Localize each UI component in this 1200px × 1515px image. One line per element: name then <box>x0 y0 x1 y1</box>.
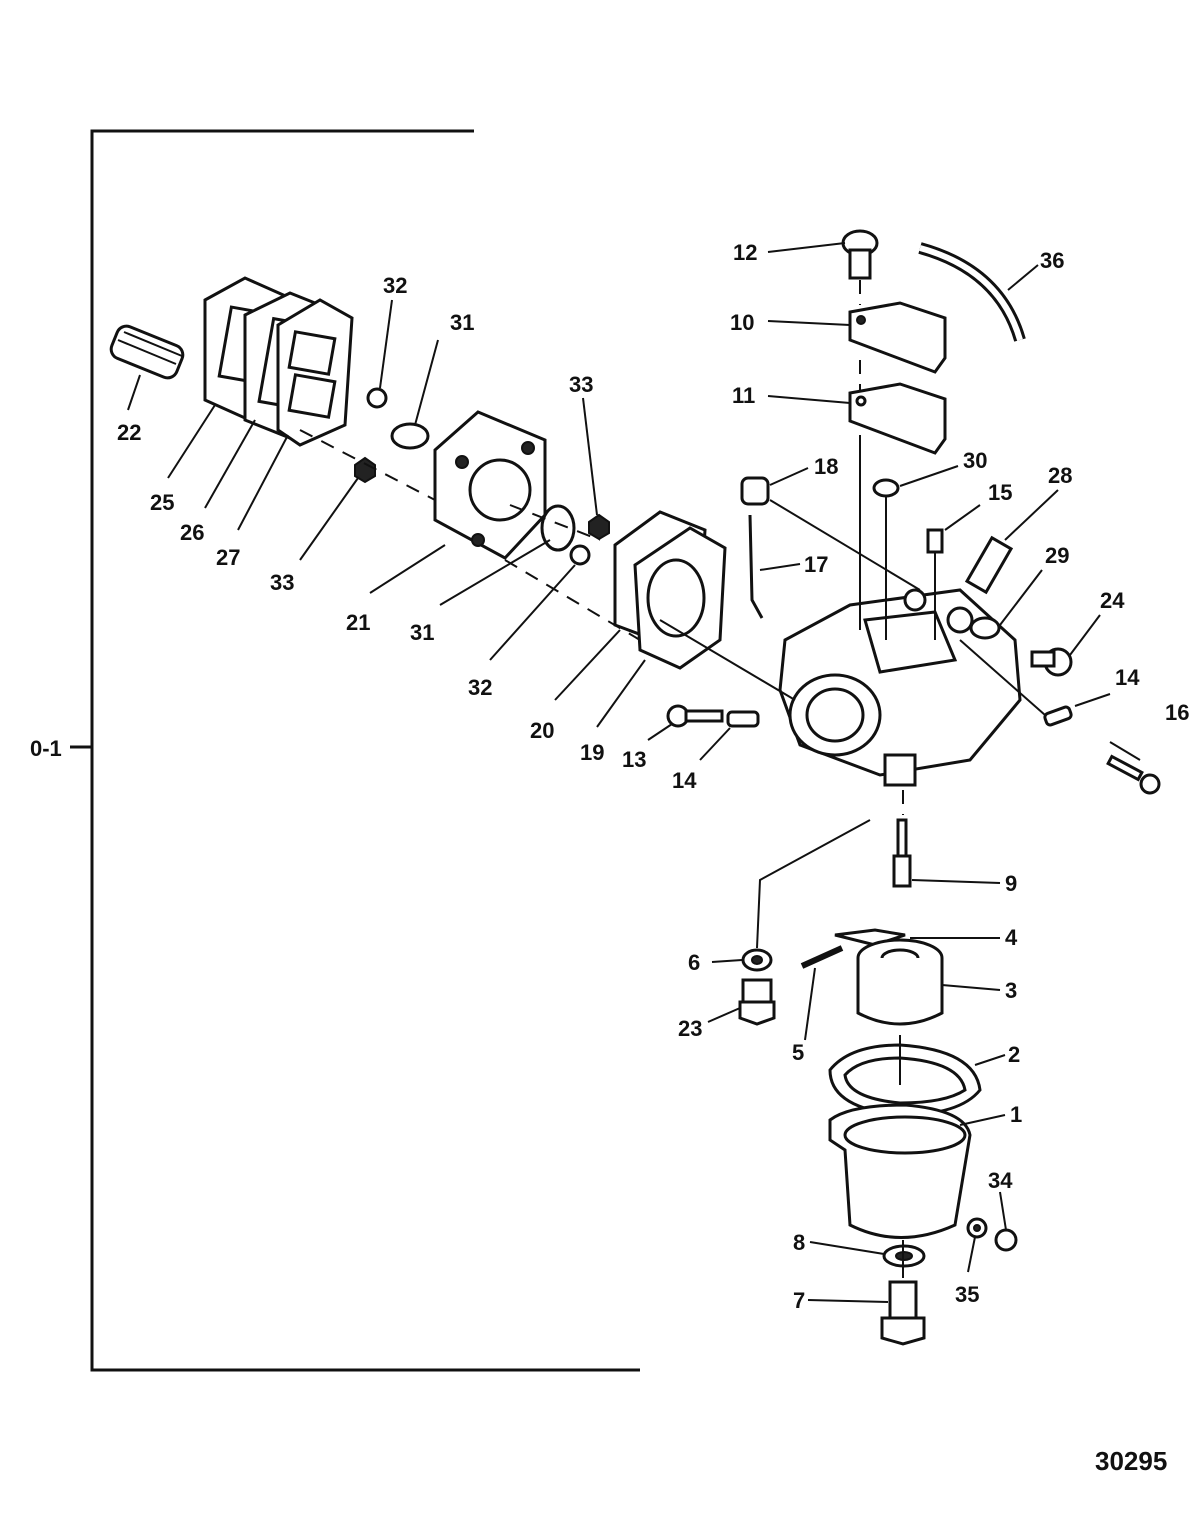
callout-29: 29 <box>1045 543 1069 568</box>
part-36-hose <box>918 242 1026 342</box>
callout-31-upper: 31 <box>450 310 474 335</box>
callout-33-right: 33 <box>569 372 593 397</box>
callout-28: 28 <box>1048 463 1072 488</box>
callout-12: 12 <box>733 240 757 265</box>
part-30-screw <box>872 478 900 515</box>
part-32-screw-lower <box>569 544 591 566</box>
part-23-plug <box>738 978 776 1026</box>
part-5-pin <box>800 945 844 969</box>
part-11-gasket <box>848 382 947 455</box>
callout-36: 36 <box>1040 248 1064 273</box>
callout-27: 26 <box>180 520 204 545</box>
alignment-lines <box>299 280 1046 1278</box>
part-22-fitting <box>109 324 185 380</box>
part-19-gasket <box>633 526 727 670</box>
assembly-bracket: 0-1 <box>30 129 640 1372</box>
part-34-screw <box>994 1228 1018 1252</box>
part-16-screw <box>1106 741 1161 795</box>
callout-6: 6 <box>688 950 700 975</box>
part-32-screw-upper <box>366 387 388 409</box>
part-1-float-bowl <box>828 1103 972 1239</box>
callout-25: 25 <box>150 490 174 515</box>
callout-19: 19 <box>580 740 604 765</box>
callout-15: 15 <box>988 480 1012 505</box>
callout-22: 22 <box>117 420 141 445</box>
callout-13: 13 <box>622 747 646 772</box>
part-31-clip-upper <box>390 422 430 450</box>
callouts: 1 2 3 4 5 6 7 8 9 10 11 12 13 <box>117 240 1189 1313</box>
callout-1: 1 <box>1010 1102 1022 1127</box>
callout-21: 21 <box>346 610 370 635</box>
callout-5: 5 <box>792 1040 804 1065</box>
callout-33-left: 33 <box>270 570 294 595</box>
callout-20: 20 <box>530 718 554 743</box>
part-9-needle <box>892 818 912 888</box>
part-33-nut-right <box>588 513 610 541</box>
callout-9: 9 <box>1005 871 1017 896</box>
part-7-drain-plug <box>880 1280 926 1346</box>
callout-2: 2 <box>1008 1042 1020 1067</box>
callout-7: 7 <box>793 1288 805 1313</box>
part-35-washer <box>966 1217 988 1239</box>
part-3-float <box>856 938 944 1026</box>
callout-32-lower: 32 <box>468 675 492 700</box>
part-12-screw <box>841 229 879 280</box>
callout-24: 24 <box>1100 588 1125 613</box>
callout-26: 27 <box>216 545 240 570</box>
callout-14-right: 14 <box>1115 665 1140 690</box>
callout-17: 17 <box>804 552 828 577</box>
part-4-float-arm <box>834 928 906 947</box>
part-14-spring-left <box>726 710 760 728</box>
carburetor-body <box>778 588 1022 787</box>
part-26-reed-block <box>276 298 354 447</box>
part-28-fitting <box>964 535 1014 595</box>
part-13-screw <box>666 704 724 728</box>
part-24-screw <box>1030 647 1073 677</box>
callout-3: 3 <box>1005 978 1017 1003</box>
part-29-choke <box>969 616 1001 640</box>
bracket-label: 0-1 <box>30 736 62 761</box>
callout-16: 16 <box>1165 700 1189 725</box>
part-31-clip-lower <box>540 504 576 552</box>
part-6-washer <box>741 948 773 972</box>
callout-32-upper: 32 <box>383 273 407 298</box>
callout-18: 18 <box>814 454 838 479</box>
callout-30: 30 <box>963 448 987 473</box>
callout-31-lower: 31 <box>410 620 434 645</box>
drawing-number: 30295 <box>1095 1446 1167 1476</box>
callout-11: 11 <box>732 383 755 408</box>
callout-35: 35 <box>955 1282 979 1307</box>
callout-23: 23 <box>678 1016 702 1041</box>
part-33-nut-left <box>354 456 376 484</box>
part-21-pump-body <box>433 410 547 560</box>
part-17-link-rod <box>748 514 764 619</box>
part-15-jet <box>926 528 944 554</box>
part-18-plug <box>740 476 770 506</box>
part-10-cover <box>848 301 947 374</box>
part-2-gasket <box>828 1043 982 1117</box>
callout-4: 4 <box>1005 925 1018 950</box>
callout-34: 34 <box>988 1168 1013 1193</box>
callout-8: 8 <box>793 1230 805 1255</box>
part-14-spring-right <box>1043 705 1073 727</box>
callout-10: 10 <box>730 310 754 335</box>
callout-14-left: 14 <box>672 768 697 793</box>
